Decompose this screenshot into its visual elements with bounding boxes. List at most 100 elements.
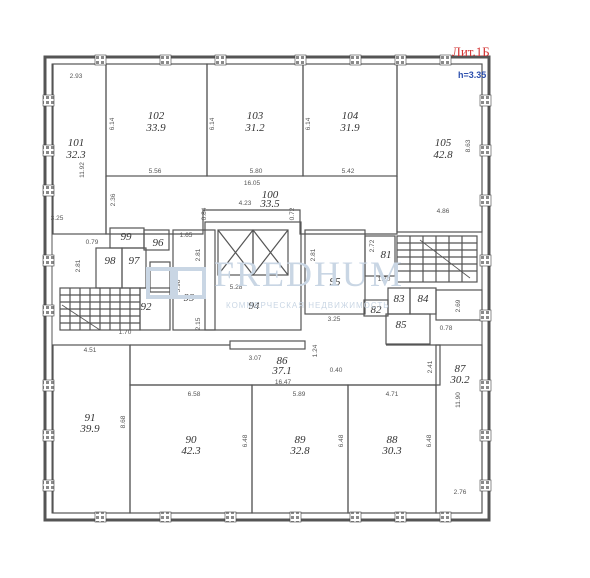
elevator-shaft-2 xyxy=(252,229,289,276)
dim-label: 2.81 xyxy=(75,259,82,272)
watermark-tagline: КОММЕРЧЕСКАЯ НЕДВИЖИМОСТЬ xyxy=(226,301,390,310)
room-102-number: 102 xyxy=(148,110,165,122)
room-100-number: 100 xyxy=(262,189,279,201)
ceiling-height-label: h=3.35 xyxy=(458,70,487,80)
dim-label: 4.86 xyxy=(437,208,450,215)
outer-wall xyxy=(43,55,491,522)
dim-label: 1.70 xyxy=(378,276,391,283)
room-87-number: 87 xyxy=(455,363,467,375)
dim-label: 5.80 xyxy=(250,168,263,175)
dim-label: 8.63 xyxy=(465,139,472,152)
room-82 xyxy=(363,299,389,317)
room-87 xyxy=(435,344,483,514)
stair-right xyxy=(396,235,478,283)
dim-label: 16.47 xyxy=(275,379,292,386)
dim-label: 6.14 xyxy=(305,117,312,130)
dim-label: 0.79 xyxy=(86,239,99,246)
room-92-number: 92 xyxy=(141,301,153,313)
room-105-number: 105 xyxy=(435,137,452,149)
dim-label: 6.48 xyxy=(242,434,249,447)
dim-label: 2.69 xyxy=(455,299,462,312)
room-82-number: 82 xyxy=(371,304,383,316)
room-98 xyxy=(95,247,123,289)
dim-label: 11.92 xyxy=(79,162,86,178)
room-100-area: 33.5 xyxy=(259,198,280,210)
dim-label: 11.90 xyxy=(455,392,462,408)
room-91-area: 39.9 xyxy=(79,423,100,435)
room-85 xyxy=(385,313,431,345)
dim-label: 4.51 xyxy=(84,347,97,354)
dim-label: 2.15 xyxy=(195,317,202,330)
room-103-area: 31.2 xyxy=(244,122,265,134)
dim-label: 0.40 xyxy=(330,367,343,374)
dim-label: 4.71 xyxy=(386,391,399,398)
corridor-100 xyxy=(105,176,398,235)
room-104-area: 31.9 xyxy=(339,122,360,134)
dim-label: 1.24 xyxy=(312,344,319,357)
dim-label: 2.76 xyxy=(454,489,467,496)
dim-label: 16.05 xyxy=(244,180,261,187)
room-97 xyxy=(121,247,147,289)
room-81 xyxy=(364,235,396,277)
room-89-number: 89 xyxy=(295,434,307,446)
dim-label: 4.23 xyxy=(239,200,252,207)
watermark-name: FREDHUM xyxy=(214,254,405,294)
room-83-number: 83 xyxy=(394,293,406,305)
dim-label: 6.14 xyxy=(109,117,116,130)
dim-label: 2.41 xyxy=(427,360,434,373)
dim-label: 6.58 xyxy=(188,391,201,398)
dim-label: 1.70 xyxy=(119,329,132,336)
room-84-number: 84 xyxy=(418,293,430,305)
room-102-area: 33.9 xyxy=(145,122,166,134)
dim-label: 6.14 xyxy=(209,117,216,130)
room-89-area: 32.8 xyxy=(289,445,310,457)
room-104-number: 104 xyxy=(342,110,359,122)
room-96 xyxy=(143,229,170,251)
room-87-area: 30.2 xyxy=(449,374,470,386)
room-105-area: 42.8 xyxy=(433,149,453,161)
dim-label: 5.42 xyxy=(342,168,355,175)
room-95-number: 95 xyxy=(330,276,342,288)
room-90-number: 90 xyxy=(186,434,198,446)
dim-label: 6.48 xyxy=(338,434,345,447)
dim-label: 5.28 xyxy=(230,284,243,291)
watermark-logo-icon xyxy=(146,267,206,299)
dim-label: 3.25 xyxy=(51,215,64,222)
dim-label: 8.68 xyxy=(120,415,127,428)
room-91-number: 91 xyxy=(85,412,96,424)
room-88-area: 30.3 xyxy=(381,445,402,457)
dim-label: 6.48 xyxy=(426,434,433,447)
room-101-number: 101 xyxy=(68,137,85,149)
dim-label: 0.84 xyxy=(201,207,208,220)
room-81-number: 81 xyxy=(381,249,392,261)
litera-label: Лит.1Б xyxy=(452,44,490,59)
dim-label: 5.89 xyxy=(293,391,306,398)
room-99-number: 99 xyxy=(121,231,133,243)
room-86-number: 86 xyxy=(277,355,289,367)
dim-label: 3.25 xyxy=(328,316,341,323)
room-86-area: 37.1 xyxy=(271,365,291,377)
room-97-number: 97 xyxy=(129,255,141,267)
dim-label: 0.72 xyxy=(289,207,296,220)
room-103-number: 103 xyxy=(247,110,264,122)
room-85-number: 85 xyxy=(396,319,408,331)
room-96-number: 96 xyxy=(153,237,165,249)
dim-label: 2.36 xyxy=(110,193,117,206)
dim-label: 0.78 xyxy=(440,325,453,332)
room-98-number: 98 xyxy=(105,255,117,267)
room-101-area: 32.3 xyxy=(65,149,86,161)
dim-label: 2.93 xyxy=(70,73,83,80)
dim-label: 2.81 xyxy=(195,248,202,261)
dim-label: 2.72 xyxy=(369,239,376,252)
room-90-area: 42.3 xyxy=(181,445,201,457)
dim-label: 3.07 xyxy=(249,355,262,362)
room-94-number: 94 xyxy=(249,300,261,312)
dim-label: 5.98 xyxy=(175,279,182,292)
room-92 xyxy=(139,287,171,331)
room-88-number: 88 xyxy=(387,434,399,446)
room-92-right xyxy=(435,289,483,321)
dim-label: 2.81 xyxy=(310,248,317,261)
dim-label: 1.65 xyxy=(180,232,193,239)
dim-label: 5.56 xyxy=(149,168,162,175)
